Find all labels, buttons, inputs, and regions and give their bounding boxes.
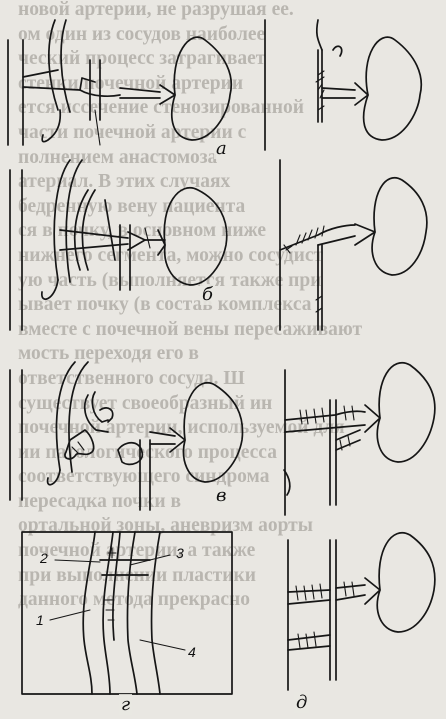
panel-a-right bbox=[265, 20, 421, 150]
panel-label-d: д bbox=[294, 692, 309, 713]
panel-g bbox=[22, 532, 232, 694]
panel-v-right bbox=[284, 363, 435, 515]
panel-a-left bbox=[8, 20, 231, 145]
panel-label-g: г bbox=[119, 694, 132, 715]
panel-label-b: б bbox=[200, 284, 215, 305]
panel-b-right bbox=[280, 160, 427, 330]
callout-2: 2 bbox=[40, 550, 48, 566]
panel-d bbox=[288, 533, 435, 690]
callout-3: 3 bbox=[176, 545, 184, 561]
panel-label-v: в bbox=[214, 485, 228, 506]
panel-v-left bbox=[10, 362, 243, 510]
panel-b-left bbox=[10, 160, 227, 330]
callout-1: 1 bbox=[36, 612, 44, 628]
panel-label-a: а bbox=[214, 138, 229, 159]
callout-4: 4 bbox=[188, 644, 196, 660]
